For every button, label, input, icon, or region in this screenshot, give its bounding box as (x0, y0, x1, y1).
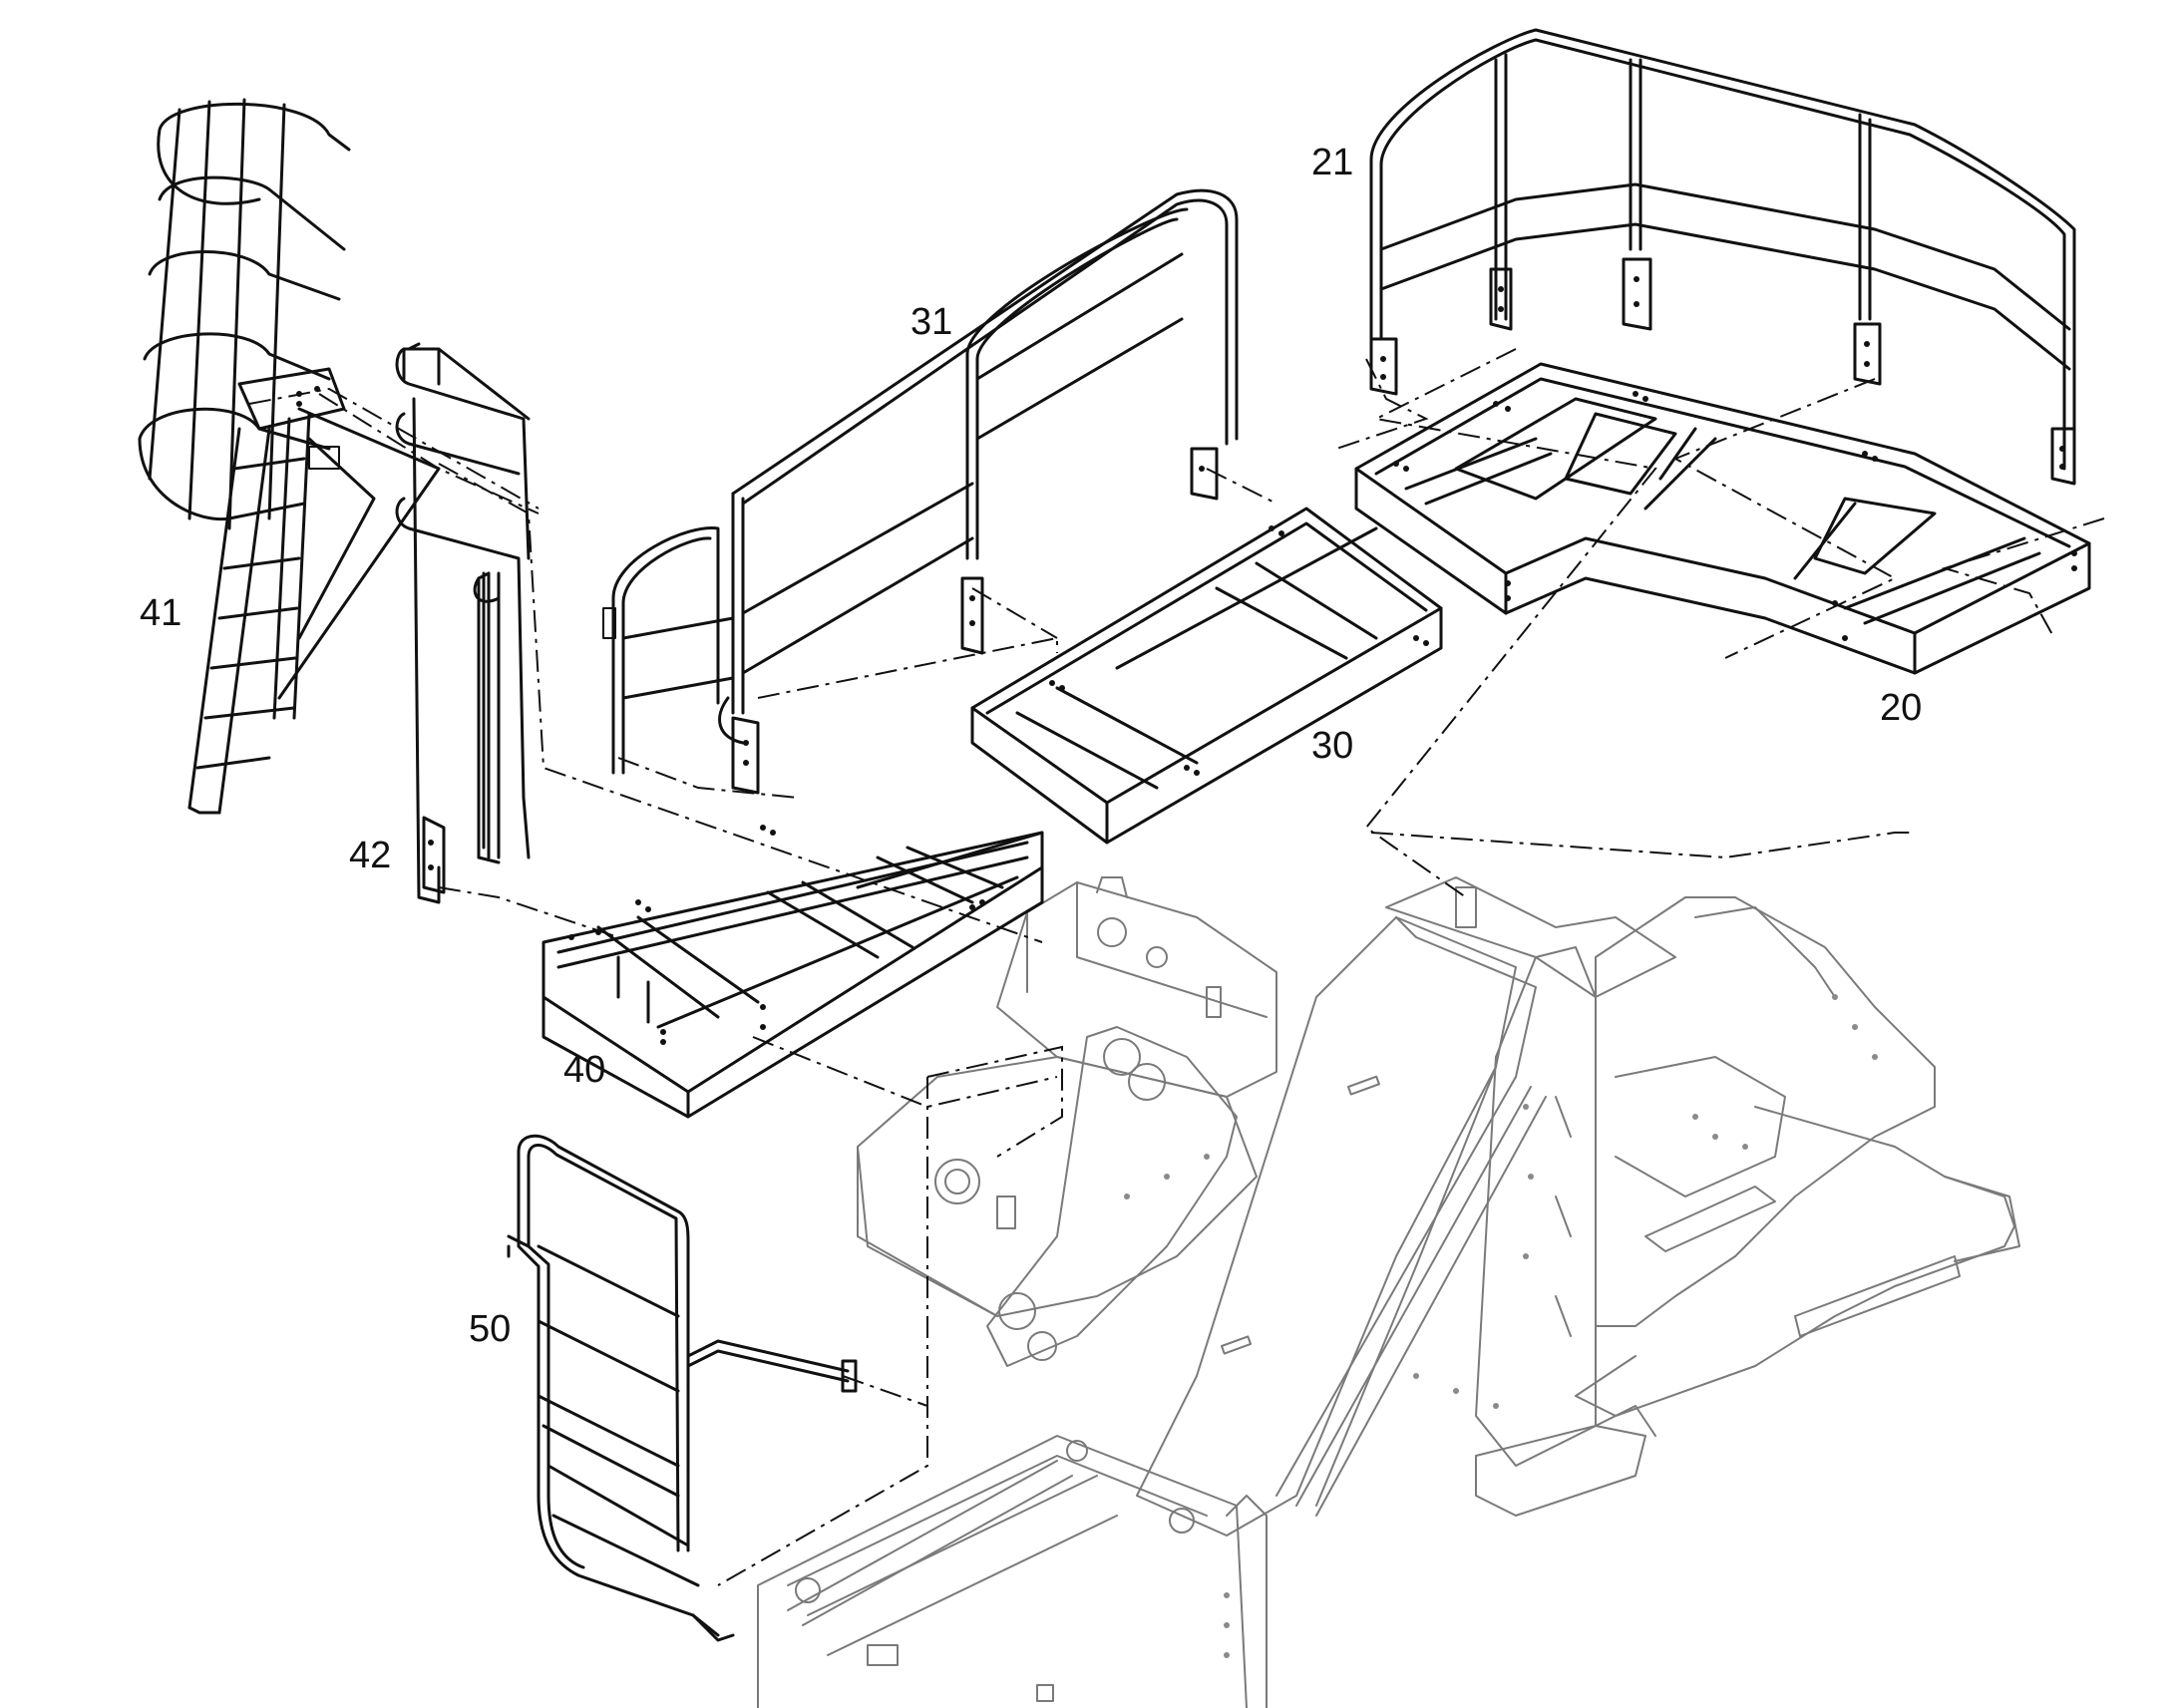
machine-chassis (757, 876, 2020, 1708)
callout-40: 40 (563, 1049, 605, 1091)
callout-41: 41 (140, 592, 182, 634)
callout-20: 20 (1880, 687, 1922, 729)
callout-30: 30 (1311, 725, 1353, 767)
callout-31: 31 (910, 301, 952, 343)
callout-50: 50 (469, 1308, 511, 1350)
part-20-corner-platform (1354, 362, 2091, 675)
callout-21: 21 (1311, 142, 1353, 183)
part-21-railing (1369, 28, 2076, 486)
part-50-boarding-ladder (507, 1134, 858, 1642)
part-40-platform (542, 825, 1044, 1119)
part-41-caged-ladder (138, 98, 441, 815)
callout-labels: 41 42 40 31 30 21 20 50 (140, 142, 1922, 1350)
part-31-railing (602, 188, 1239, 795)
part-42-short-ladder (395, 342, 531, 904)
callout-42: 42 (349, 835, 391, 876)
part-30-platform (970, 507, 1443, 845)
